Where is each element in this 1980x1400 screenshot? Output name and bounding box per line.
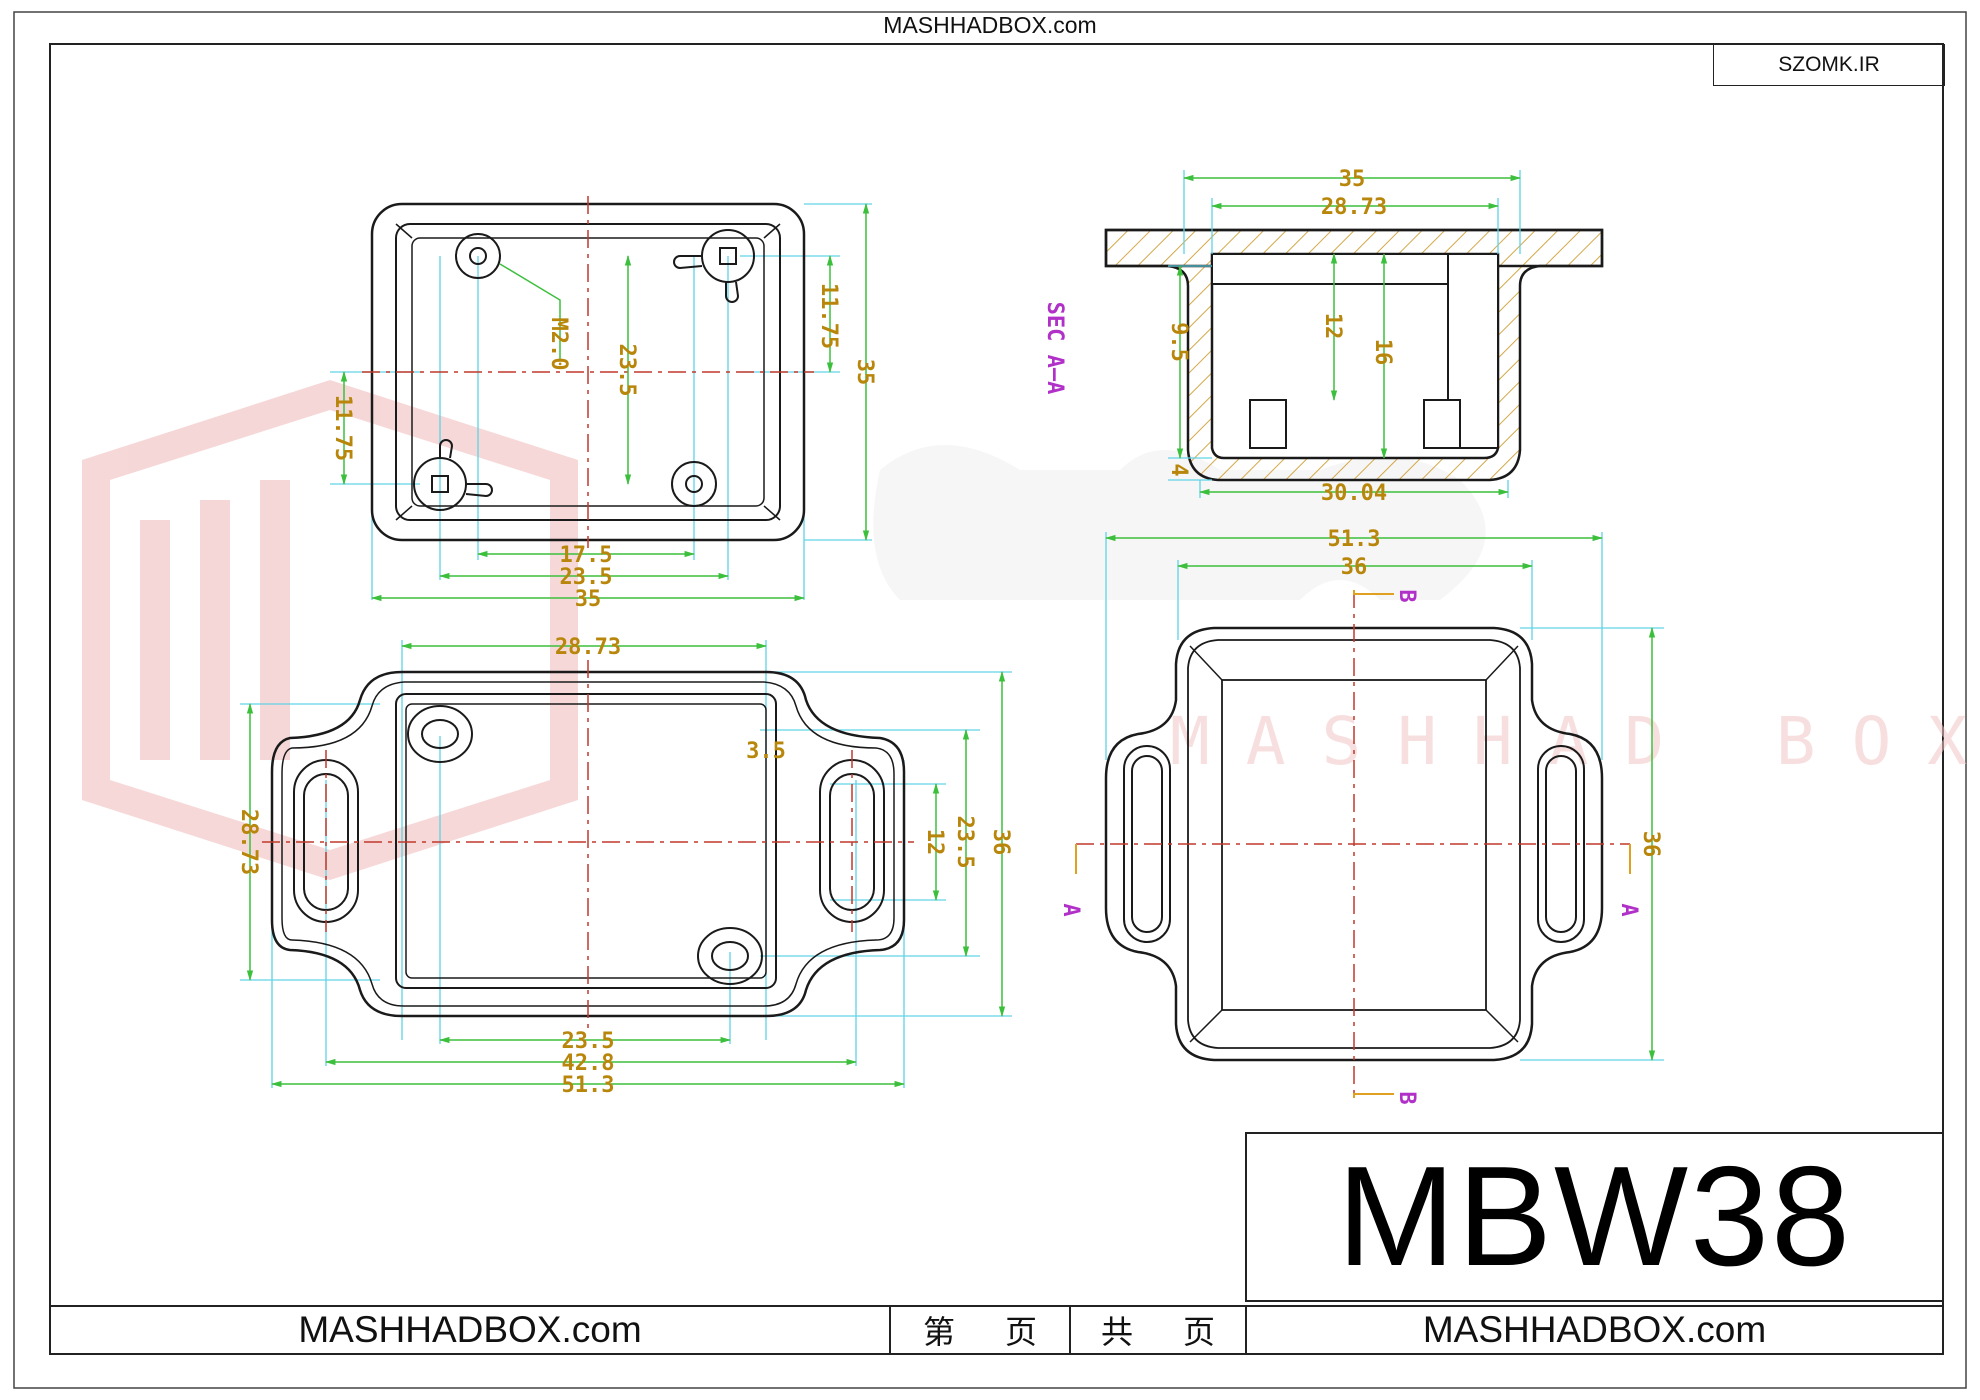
dim-bottom-42-8: 42.8	[562, 1051, 615, 1076]
dim-bottom-3-5: 3.5	[746, 739, 786, 764]
corner-label: SZOMK.IR	[1713, 44, 1945, 86]
model-frame	[1245, 1132, 1944, 1302]
side-view: 51.3 36 36 B B A A	[1058, 527, 1664, 1105]
model-number: MBW38	[1337, 1137, 1852, 1296]
dim-sec-9-5: 9.5	[1166, 322, 1191, 362]
watermark-logo: MASHHAD BOX	[82, 380, 1980, 880]
footer-total-char-2: 页	[1183, 1313, 1216, 1351]
dim-bottom-28-73-w: 28.73	[555, 635, 621, 660]
dim-top-35-w: 35	[575, 587, 602, 612]
bottom-view: 28.73 3.5 28.73 12 23.5 36 23.5 42.8 51.…	[236, 635, 1013, 1098]
dim-bottom-23-5-h: 23.5	[562, 1029, 615, 1054]
section-marker-a-left: A	[1058, 903, 1083, 916]
dim-top-11-75-right: 11.75	[816, 283, 841, 349]
footer-total-cell: 共 页	[1070, 1306, 1246, 1354]
dim-side-51-3: 51.3	[1328, 527, 1381, 552]
footer-site-left: MASHHADBOX.com	[298, 1309, 642, 1350]
footer-page-char-2: 页	[1005, 1313, 1038, 1351]
dim-bottom-23-5-v: 23.5	[952, 816, 977, 869]
watermark-script-icon	[873, 445, 1486, 600]
section-marker-a-right: A	[1616, 903, 1641, 916]
dim-sec-4: 4	[1166, 463, 1191, 476]
section-label: SEC A—A	[1042, 302, 1067, 395]
header-site: MASHHADBOX.com	[883, 12, 1097, 38]
dim-bottom-51-3: 51.3	[562, 1073, 615, 1098]
dim-top-35-v: 35	[852, 359, 877, 386]
outer-border	[13, 11, 1967, 1389]
section-view: 35 28.73 12 16 9.5 4 30.04 SEC A—A	[1042, 167, 1604, 506]
watermark-m-icon	[140, 480, 290, 760]
footer-site-right: MASHHADBOX.com	[1422, 1309, 1767, 1350]
dim-bottom-12: 12	[922, 829, 947, 856]
footer-page-char-1: 第	[922, 1313, 955, 1351]
dim-sec-16: 16	[1370, 339, 1395, 366]
footer-total-char-1: 共	[1100, 1313, 1133, 1351]
dim-top-11-75-left: 11.75	[330, 395, 355, 461]
footer-page-cell: 第 页	[890, 1306, 1070, 1354]
section-marker-b-top: B	[1394, 589, 1419, 602]
dim-sec-12: 12	[1320, 313, 1345, 340]
inner-border	[49, 43, 1944, 1355]
top-view: 17.5 23.5 35 23.5 35 11.75 11.75 M2.0	[330, 196, 877, 612]
dim-top-17-5: 17.5	[560, 543, 613, 568]
dim-sec-35: 35	[1339, 167, 1366, 192]
hole-note-m2: M2.0	[546, 318, 571, 371]
dim-sec-28-73: 28.73	[1321, 195, 1387, 220]
dim-bottom-36-v: 36	[988, 829, 1013, 856]
section-marker-b-bottom: B	[1394, 1091, 1419, 1104]
dim-top-23-5-v: 23.5	[614, 344, 639, 397]
watermark-latin-text: MASHHAD BOX	[1170, 703, 1980, 780]
dim-side-36-v: 36	[1638, 831, 1663, 858]
dim-top-23-5-h: 23.5	[560, 565, 613, 590]
dim-side-36-w: 36	[1341, 555, 1368, 580]
dim-sec-30-04: 30.04	[1321, 481, 1387, 506]
dim-bottom-28-73-v: 28.73	[236, 809, 261, 875]
